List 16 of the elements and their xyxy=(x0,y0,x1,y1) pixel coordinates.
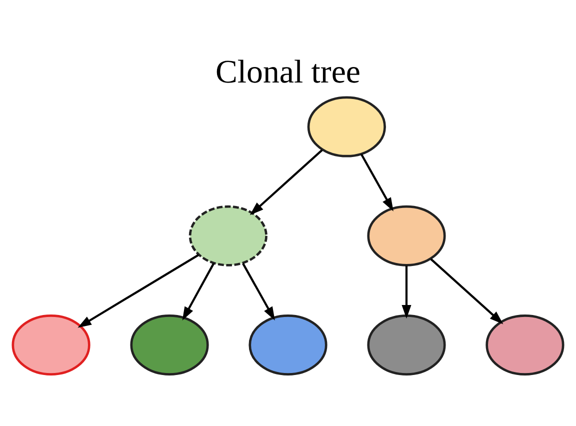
node-circle xyxy=(367,205,446,266)
node-circle xyxy=(188,205,268,266)
arrow xyxy=(402,266,412,319)
arrow xyxy=(360,154,394,212)
node-circle xyxy=(486,314,564,376)
arrow xyxy=(78,254,200,328)
node-circle xyxy=(248,314,328,376)
arrow xyxy=(250,149,323,216)
node-circle xyxy=(12,314,90,376)
arrow xyxy=(242,262,275,320)
node-circle xyxy=(130,314,209,376)
arrow xyxy=(182,262,215,321)
node-circle xyxy=(367,314,446,376)
arrow xyxy=(430,258,504,324)
node-circle xyxy=(307,96,386,158)
diagram-title: Clonal tree xyxy=(216,54,360,91)
